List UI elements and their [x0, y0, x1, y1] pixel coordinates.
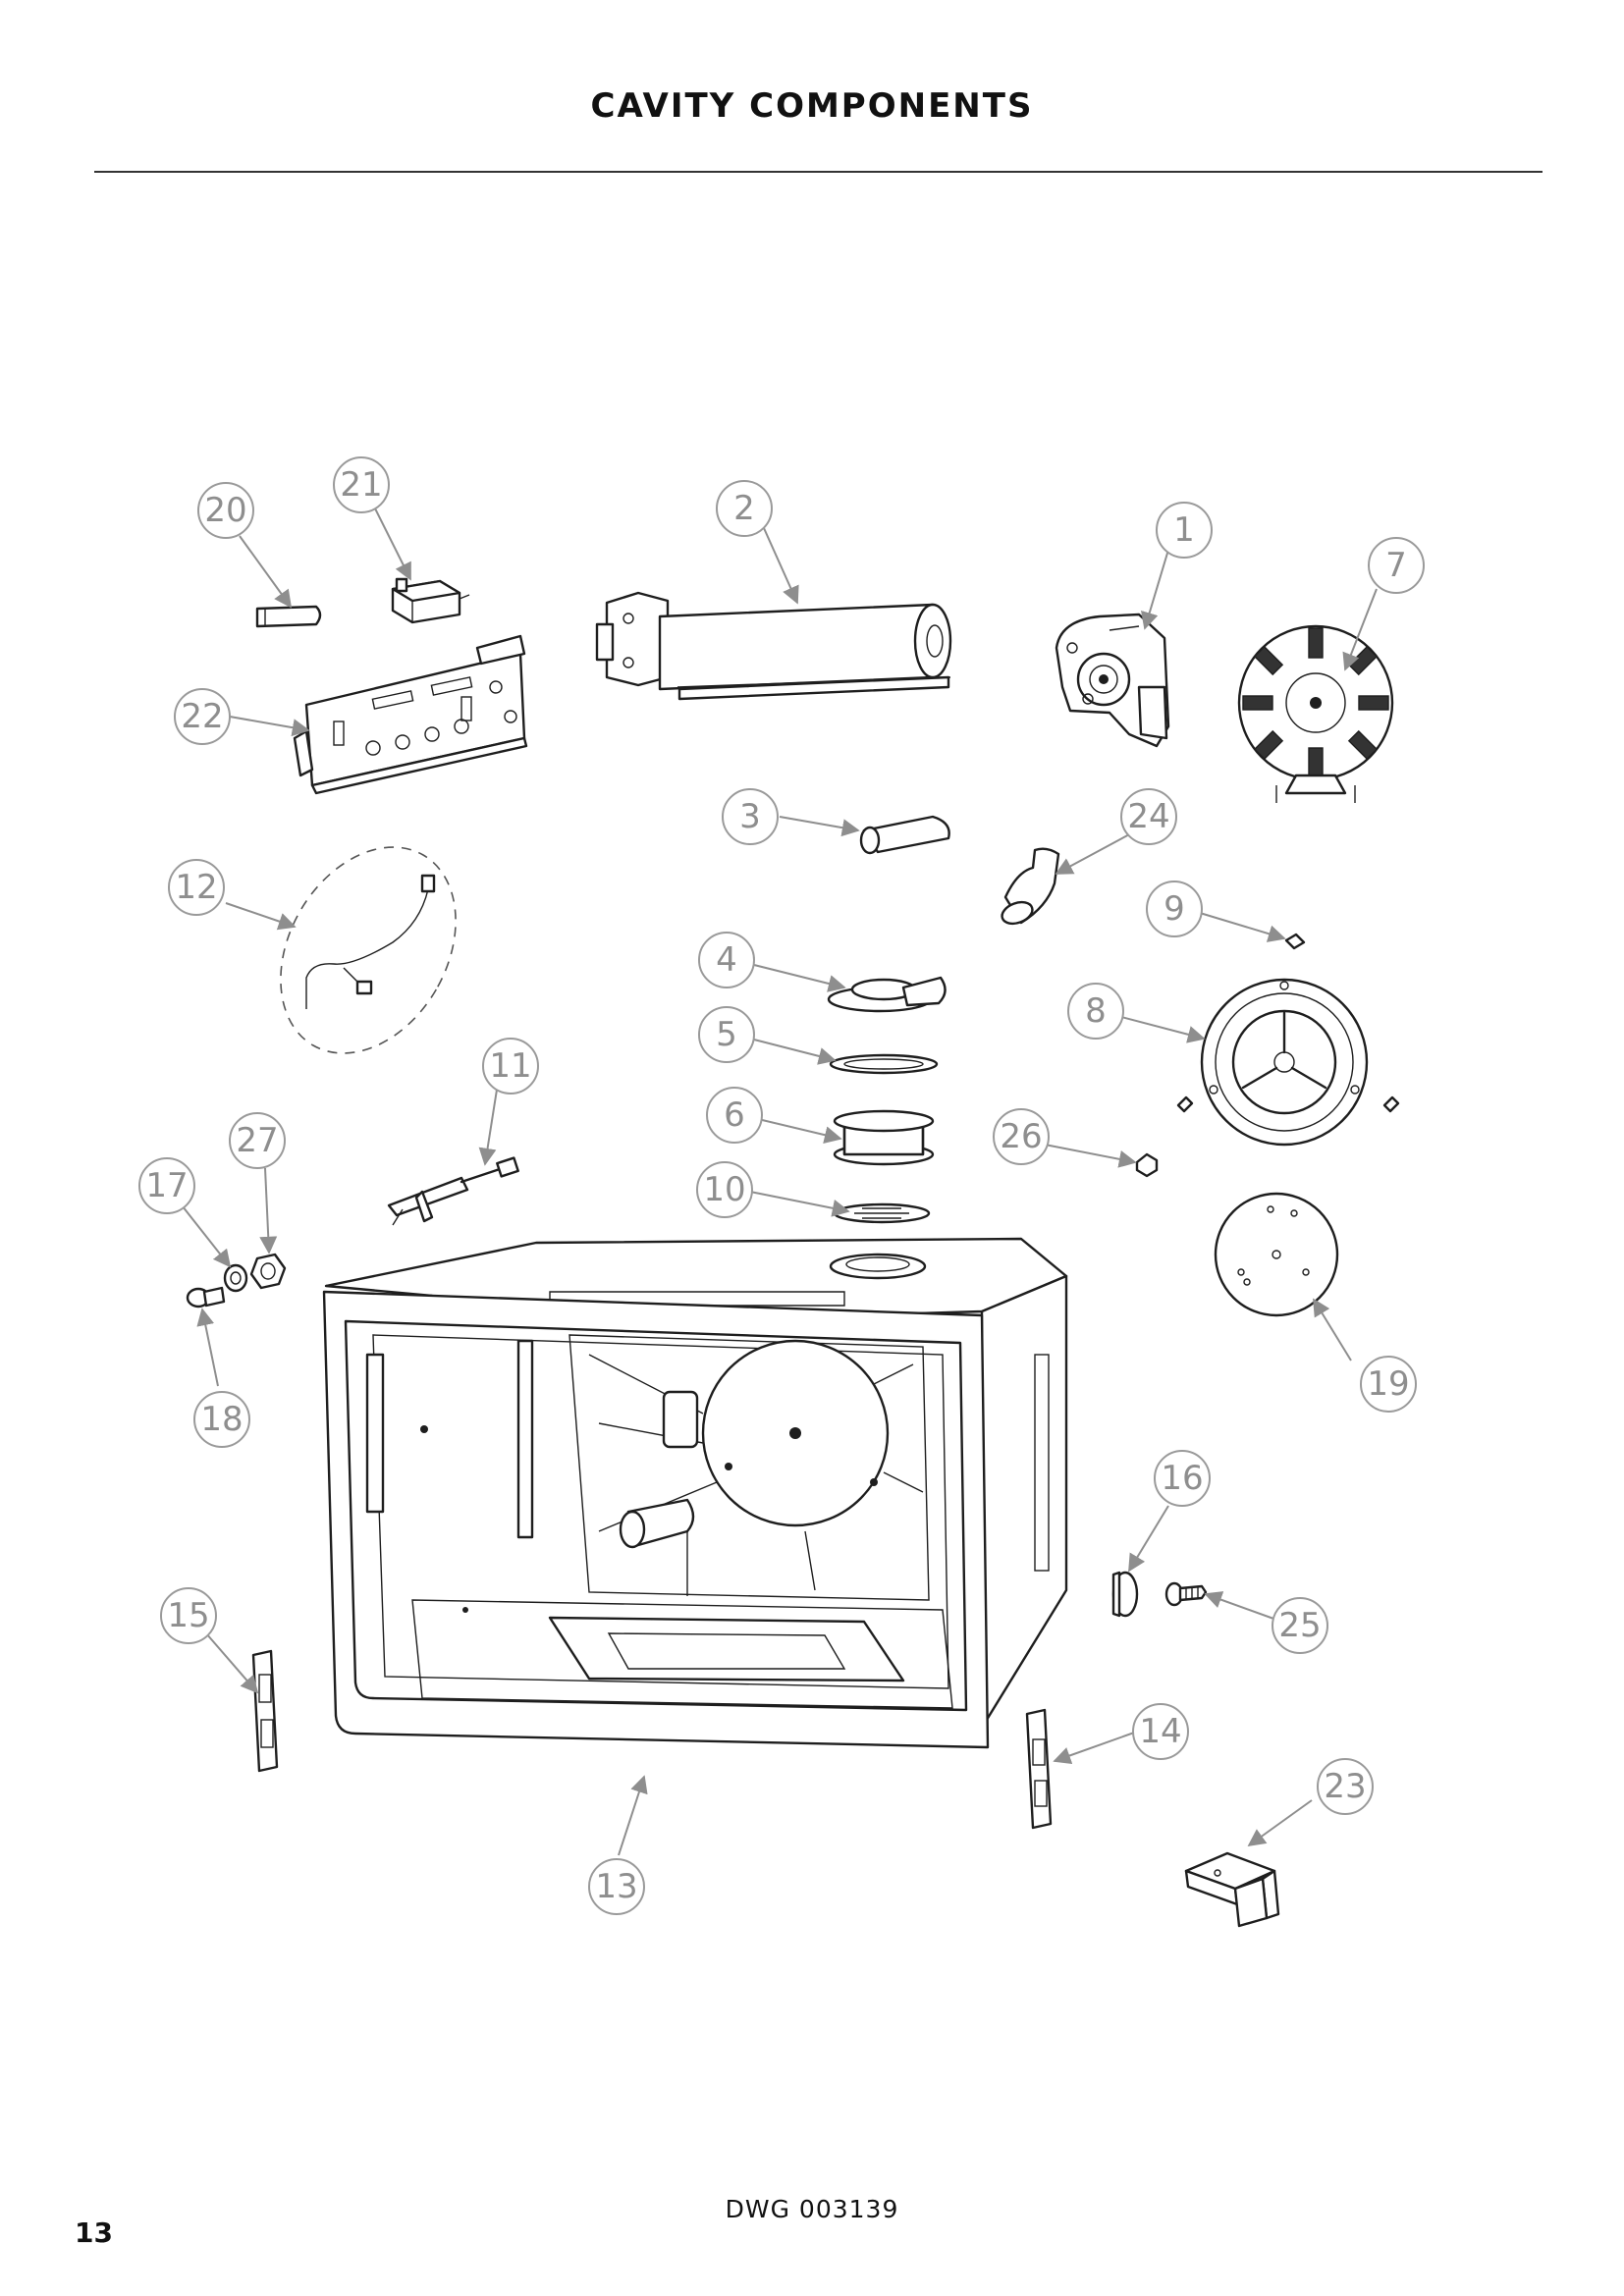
part-3-duct-tube — [859, 815, 950, 855]
part-20-sleeve — [255, 605, 322, 628]
part-1-blower-motor — [1055, 613, 1170, 748]
svg-text:27: 27 — [236, 1121, 278, 1160]
part-4-nozzle-plate — [827, 976, 947, 1013]
callout-23: 23 — [1317, 1758, 1374, 1815]
callout-6: 6 — [706, 1087, 763, 1144]
svg-text:25: 25 — [1278, 1606, 1321, 1645]
svg-text:15: 15 — [167, 1596, 209, 1635]
part-27-hex-nut — [249, 1253, 287, 1290]
part-13-oven-cavity — [322, 1237, 1068, 1749]
callout-20: 20 — [197, 482, 254, 539]
callout-8: 8 — [1067, 983, 1124, 1040]
svg-text:14: 14 — [1139, 1712, 1181, 1751]
svg-text:13: 13 — [595, 1867, 637, 1906]
svg-text:5: 5 — [716, 1015, 737, 1054]
part-2-tangential-fan — [595, 591, 952, 701]
callout-22: 22 — [174, 688, 231, 745]
svg-text:6: 6 — [724, 1095, 745, 1135]
callout-3: 3 — [722, 788, 779, 845]
svg-text:22: 22 — [181, 697, 223, 736]
part-6-collar — [833, 1109, 935, 1166]
svg-text:11: 11 — [489, 1046, 531, 1086]
callout-17: 17 — [138, 1157, 195, 1214]
part-19-disc — [1214, 1192, 1339, 1317]
part-22-mounting-bracket — [293, 634, 528, 795]
svg-text:24: 24 — [1127, 797, 1169, 836]
callout-24: 24 — [1120, 788, 1177, 845]
callout-19: 19 — [1360, 1356, 1417, 1413]
svg-text:1: 1 — [1173, 510, 1195, 550]
part-8-fan-cover — [1176, 978, 1400, 1147]
callout-18: 18 — [193, 1391, 250, 1448]
svg-text:2: 2 — [733, 489, 755, 528]
svg-text:8: 8 — [1085, 991, 1107, 1031]
callout-15: 15 — [160, 1587, 217, 1644]
callout-7: 7 — [1368, 537, 1425, 594]
svg-text:3: 3 — [739, 797, 761, 836]
callout-26: 26 — [993, 1108, 1050, 1165]
page-title: CAVITY COMPONENTS — [590, 86, 1034, 126]
part-15-left-hinge-bracket — [251, 1649, 279, 1773]
callout-10: 10 — [696, 1161, 753, 1218]
part-14-right-hinge-bracket — [1025, 1708, 1053, 1830]
part-11-temperature-sensor — [387, 1156, 519, 1226]
callout-1: 1 — [1156, 502, 1213, 559]
svg-text:7: 7 — [1385, 546, 1407, 585]
page-number: 13 — [75, 2216, 113, 2249]
callout-12: 12 — [168, 859, 225, 916]
part-21-switch — [391, 577, 470, 624]
part-17-washer — [223, 1263, 248, 1293]
callout-14: 14 — [1132, 1703, 1189, 1760]
callout-21: 21 — [333, 456, 390, 513]
svg-text:4: 4 — [716, 940, 737, 980]
title-divider — [94, 171, 1543, 173]
part-18-bolt — [186, 1286, 226, 1308]
drawing-number: DWG 003139 — [725, 2195, 899, 2223]
callout-27: 27 — [229, 1112, 286, 1169]
part-25-screw — [1164, 1581, 1208, 1607]
svg-text:26: 26 — [1000, 1117, 1042, 1156]
part-16-spacer — [1111, 1571, 1139, 1618]
svg-text:10: 10 — [703, 1170, 745, 1209]
part-10-grille — [833, 1202, 931, 1224]
svg-text:17: 17 — [145, 1166, 188, 1205]
part-24-elbow-duct — [1001, 847, 1060, 926]
callout-11: 11 — [482, 1038, 539, 1095]
callout-4: 4 — [698, 932, 755, 988]
svg-text:18: 18 — [200, 1400, 243, 1439]
svg-text:20: 20 — [204, 491, 246, 530]
svg-text:16: 16 — [1161, 1459, 1203, 1498]
callout-9: 9 — [1146, 881, 1203, 937]
callout-13: 13 — [588, 1858, 645, 1915]
svg-text:23: 23 — [1324, 1767, 1366, 1806]
svg-text:21: 21 — [340, 465, 382, 505]
leader-lines — [178, 500, 1378, 1856]
callout-5: 5 — [698, 1006, 755, 1063]
callout-25: 25 — [1272, 1597, 1328, 1654]
svg-text:12: 12 — [175, 868, 217, 907]
svg-text:19: 19 — [1367, 1364, 1409, 1404]
svg-text:9: 9 — [1164, 889, 1185, 929]
part-9-nut — [1284, 933, 1306, 950]
part-7-convection-fan — [1237, 624, 1394, 803]
part-23-angle-bracket — [1184, 1851, 1280, 1928]
part-5-gasket — [829, 1053, 939, 1075]
callout-2: 2 — [716, 480, 773, 537]
part-26-nut — [1135, 1152, 1159, 1178]
callout-16: 16 — [1154, 1450, 1211, 1507]
part-12-wire-harness — [280, 846, 457, 1054]
